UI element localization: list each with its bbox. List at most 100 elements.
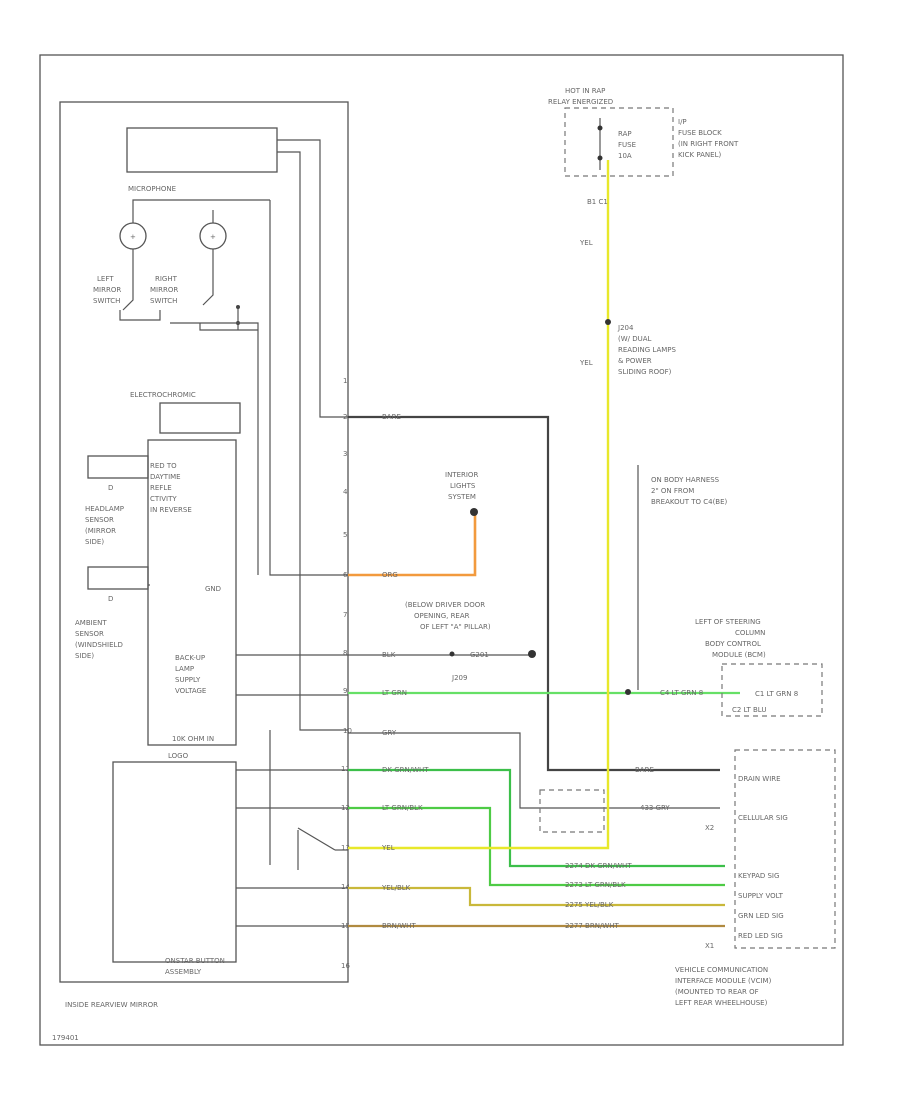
svg-text:SUPPLY VOLT: SUPPLY VOLT <box>738 892 784 900</box>
svg-text:9: 9 <box>343 687 347 695</box>
svg-text:MIRROR: MIRROR <box>93 286 121 294</box>
outer-frame <box>39 54 844 1046</box>
svg-text:IN REVERSE: IN REVERSE <box>150 506 192 514</box>
svg-text:7: 7 <box>343 611 347 619</box>
svg-text:11: 11 <box>341 765 350 773</box>
electrochromic-box <box>159 402 241 434</box>
onstar-button-box <box>112 761 237 963</box>
svg-text:(WINDSHIELD: (WINDSHIELD <box>75 641 123 649</box>
svg-text:4: 4 <box>343 488 348 496</box>
compass-module-box <box>126 127 278 173</box>
svg-text:433 GRY: 433 GRY <box>640 804 670 812</box>
svg-text:BARE: BARE <box>635 766 654 774</box>
wire-gry <box>348 732 720 809</box>
wire-yel <box>348 160 610 850</box>
svg-text:GRN LED SIG: GRN LED SIG <box>738 912 784 920</box>
svg-text:LAMP: LAMP <box>175 665 194 673</box>
pin-labels: 1 2 3 4 5 6 7 8 9 10 11 12 13 14 15 16 <box>341 377 352 970</box>
vcim-label: VEHICLE COMMUNICATION INTERFACE MODULE (… <box>675 966 772 1007</box>
harness-note: ON BODY HARNESS 2" ON FROM BREAKOUT TO C… <box>651 476 728 506</box>
svg-text:2275 YEL/BLK: 2275 YEL/BLK <box>565 901 614 909</box>
red-to-daytime-text: RED TO DAYTIME REFLE CTIVITY IN REVERSE <box>150 462 192 514</box>
inside-mirror-label: INSIDE REARVIEW MIRROR <box>65 1001 158 1009</box>
svg-text:3: 3 <box>343 450 347 458</box>
svg-text:(BELOW DRIVER DOOR: (BELOW DRIVER DOOR <box>405 601 485 609</box>
wire-blk-label: BLK <box>382 651 396 659</box>
ambient-sensor-box <box>87 566 149 590</box>
svg-text:KEYPAD SIG: KEYPAD SIG <box>738 872 779 880</box>
svg-text:C4 LT GRN 8: C4 LT GRN 8 <box>660 689 703 697</box>
svg-text:CELLULAR SIG: CELLULAR SIG <box>738 814 788 822</box>
svg-text:X1: X1 <box>705 942 714 950</box>
figure-id: 179401 <box>52 1034 79 1042</box>
svg-text:+: + <box>130 233 136 241</box>
svg-text:INTERIOR: INTERIOR <box>445 471 478 479</box>
svg-text:(MOUNTED TO REAR OF: (MOUNTED TO REAR OF <box>675 988 759 996</box>
svg-text:OF LEFT "A" PILLAR): OF LEFT "A" PILLAR) <box>420 623 491 631</box>
bcm-box <box>721 663 823 717</box>
svg-text:+: + <box>210 233 216 241</box>
svg-text:I/P: I/P <box>678 118 687 126</box>
svg-text:13: 13 <box>341 844 350 852</box>
headlamp-sensor-label: HEADLAMP SENSOR (MIRROR SIDE) <box>85 505 124 546</box>
hot-in-run-label: HOT IN RAP RELAY ENERGIZED <box>548 87 613 106</box>
svg-text:VEHICLE COMMUNICATION: VEHICLE COMMUNICATION <box>675 966 768 974</box>
fuse-label: RAP FUSE 10A <box>618 130 636 160</box>
backup-lamp-label: BACK-UP LAMP SUPPLY VOLTAGE <box>175 654 206 695</box>
fuse-block-label: I/P FUSE BLOCK (IN RIGHT FRONT KICK PANE… <box>678 118 739 159</box>
svg-text:SENSOR: SENSOR <box>85 516 114 524</box>
svg-text:J209: J209 <box>451 674 467 682</box>
svg-text:10: 10 <box>343 727 352 735</box>
svg-text:X2: X2 <box>705 824 714 832</box>
electrochromic-label: ELECTROCHROMIC <box>130 391 196 399</box>
wire-yelblk <box>348 886 725 907</box>
svg-text:HOT IN RAP: HOT IN RAP <box>565 87 605 95</box>
svg-text:MIRROR: MIRROR <box>150 286 178 294</box>
svg-text:OPENING, REAR: OPENING, REAR <box>414 612 470 620</box>
wire-yel-label: YEL <box>381 844 395 852</box>
svg-text:G201: G201 <box>470 651 489 659</box>
ground-note: (BELOW DRIVER DOOR OPENING, REAR OF LEFT… <box>405 601 491 631</box>
svg-text:FUSE BLOCK: FUSE BLOCK <box>678 129 722 137</box>
svg-text:CTIVITY: CTIVITY <box>150 495 177 503</box>
wire-bare-label: BARE <box>382 413 401 421</box>
onstar-logo-label: LOGO <box>168 752 189 760</box>
svg-text:REFLE: REFLE <box>150 484 172 492</box>
svg-text:VOLTAGE: VOLTAGE <box>175 687 206 695</box>
svg-text:SYSTEM: SYSTEM <box>448 493 476 501</box>
svg-text:5: 5 <box>343 531 347 539</box>
svg-text:SWITCH: SWITCH <box>150 297 177 305</box>
gnd-label: GND <box>205 585 221 593</box>
svg-text:ON BODY HARNESS: ON BODY HARNESS <box>651 476 720 484</box>
svg-text:D: D <box>108 484 113 492</box>
svg-text:LEFT: LEFT <box>97 275 114 283</box>
hi-ohm-input-label: 10K OHM IN <box>172 735 214 743</box>
svg-text:(W/ DUAL: (W/ DUAL <box>618 335 652 343</box>
svg-text:SENSOR: SENSOR <box>75 630 104 638</box>
right-mirror-switch-label: RIGHT MIRROR SWITCH <box>150 275 178 305</box>
splice-note: J204 (W/ DUAL READING LAMPS & POWER SLID… <box>617 324 677 376</box>
svg-text:ONSTAR BUTTON: ONSTAR BUTTON <box>165 957 225 965</box>
mirror-assembly-box <box>59 101 349 983</box>
svg-text:SIDE): SIDE) <box>75 652 94 660</box>
svg-text:FUSE: FUSE <box>618 141 636 149</box>
splice-box <box>539 789 605 833</box>
svg-text:10A: 10A <box>618 152 632 160</box>
vcim-box <box>734 749 836 949</box>
svg-text:D: D <box>108 595 113 603</box>
interior-lights-label: INTERIOR LIGHTS SYSTEM <box>445 471 478 501</box>
wire-bare <box>348 415 720 772</box>
svg-text:AMBIENT: AMBIENT <box>75 619 107 627</box>
svg-text:(MIRROR: (MIRROR <box>85 527 116 535</box>
svg-text:8: 8 <box>343 649 347 657</box>
svg-text:HEADLAMP: HEADLAMP <box>85 505 124 513</box>
svg-text:14: 14 <box>341 883 350 891</box>
svg-text:DRAIN WIRE: DRAIN WIRE <box>738 775 781 783</box>
svg-text:16: 16 <box>341 962 350 970</box>
svg-text:2277 BRN/WHT: 2277 BRN/WHT <box>565 922 619 930</box>
svg-text:BREAKOUT TO C4(BE): BREAKOUT TO C4(BE) <box>651 498 728 506</box>
microphone-left-icon: + <box>119 222 147 250</box>
svg-text:C2 LT BLU: C2 LT BLU <box>732 706 766 714</box>
svg-text:SUPPLY: SUPPLY <box>175 676 201 684</box>
